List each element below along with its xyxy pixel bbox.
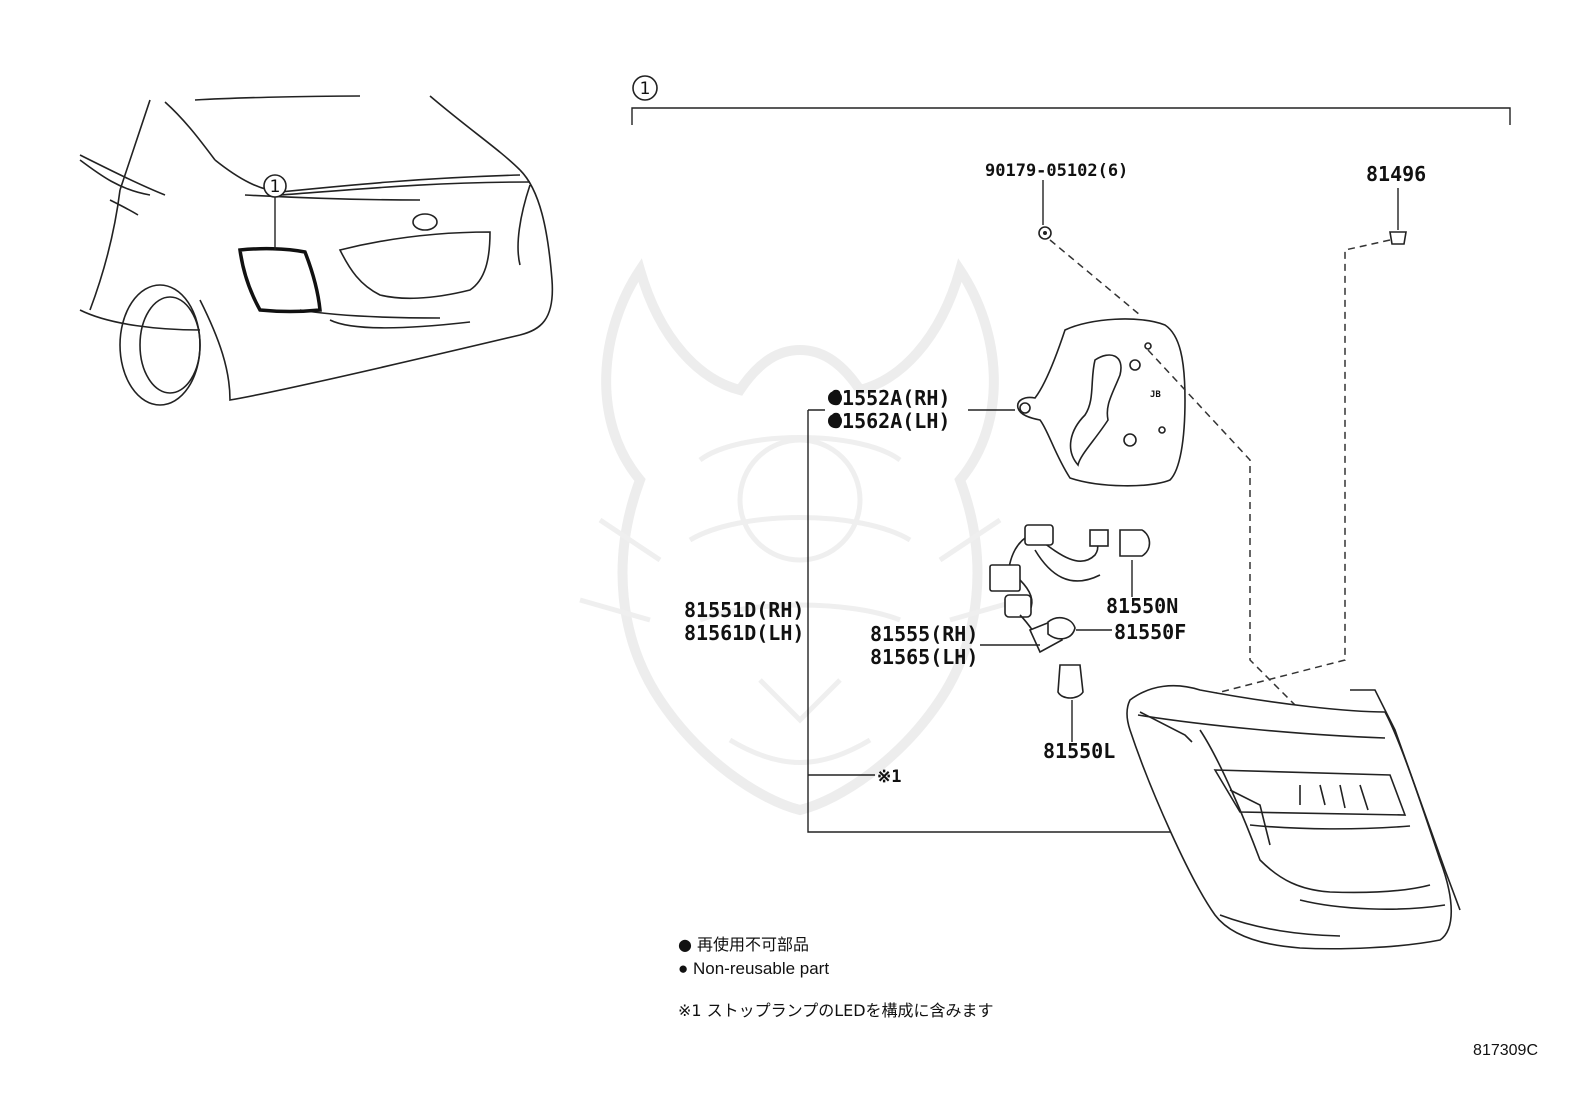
clip-part: 81496 xyxy=(1169,162,1426,706)
car-rear-illustration xyxy=(79,95,554,406)
socket-wire-part: 81555(RH) 81565(LH) xyxy=(870,524,1109,669)
screw-part-number: 90179-05102(6) xyxy=(985,161,1128,181)
bulb-f-part-number: 81550F xyxy=(1114,620,1186,644)
note-1-marker: ※1 xyxy=(877,767,901,787)
svg-text:1: 1 xyxy=(640,79,651,99)
figure-code: 817309C xyxy=(1473,1042,1538,1059)
socket-part-number-rh: 81555(RH) xyxy=(870,622,978,646)
bulb-n-part: 81550N xyxy=(1106,529,1178,618)
screw-part: 90179-05102(6) xyxy=(985,161,1141,316)
gasket-part: JB 81552A(RH) 81562A(LH) xyxy=(828,318,1301,711)
watermark-logo xyxy=(579,258,1021,816)
bulb-f-part: 81550F xyxy=(1047,616,1186,644)
bulb-l-part: 81550L xyxy=(1043,664,1115,763)
lamp-part-number-rh: 81551D(RH) xyxy=(684,598,804,622)
tail-lamp-assembly xyxy=(1126,684,1461,950)
legend-non-reusable-en: ● Non-reusable part xyxy=(678,959,829,978)
assembly-bracket: 1 xyxy=(631,75,1511,125)
clip-part-number: 81496 xyxy=(1366,162,1426,186)
legend-note-1: ※1 ストップランプのLEDを構成に含みます xyxy=(678,1001,994,1020)
legend: ● 再使用不可部品 ● Non-reusable part ※1 ストップランプ… xyxy=(678,935,994,1020)
gasket-part-number-rh: 81552A(RH) xyxy=(830,386,950,410)
lamp-part-number-lh: 81561D(LH) xyxy=(684,621,804,645)
svg-text:1: 1 xyxy=(270,177,281,197)
socket-part-number-lh: 81565(LH) xyxy=(870,645,978,669)
legend-non-reusable-jp: ● 再使用不可部品 xyxy=(678,935,809,954)
car-callout-1: 1 xyxy=(263,174,287,198)
gasket-part-number-lh: 81562A(LH) xyxy=(830,409,950,433)
bulb-n-part-number: 81550N xyxy=(1106,594,1178,618)
lamp-assembly-bracket: ※1 81551D(RH) 81561D(LH) xyxy=(684,409,1180,833)
bulb-l-part-number: 81550L xyxy=(1043,739,1115,763)
svg-text:JB: JB xyxy=(1150,390,1161,400)
